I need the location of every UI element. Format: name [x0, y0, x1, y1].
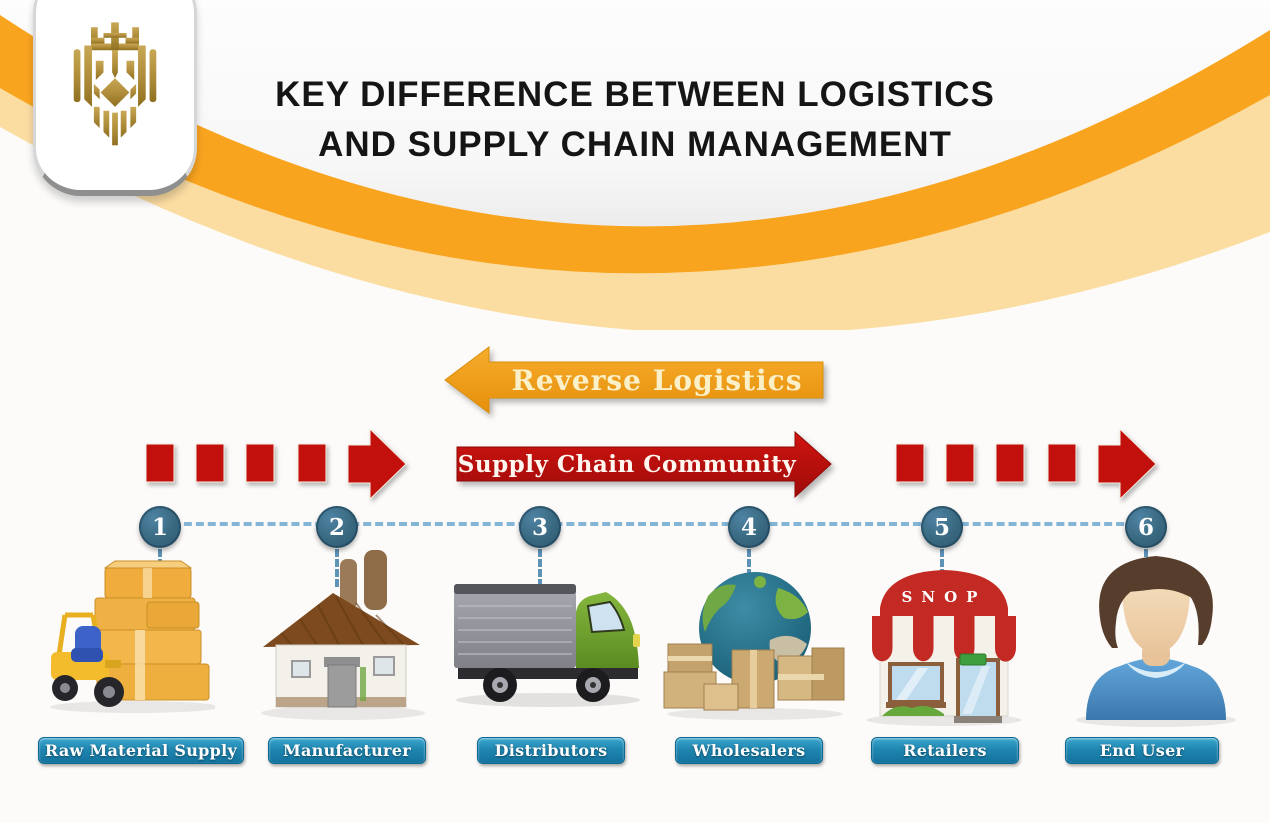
- stage-node-4: 4: [728, 506, 770, 548]
- stage-number: 4: [740, 513, 757, 541]
- stage-number: 2: [328, 513, 345, 541]
- node-connector-2: [335, 549, 339, 587]
- supply-chain-label: Supply Chain Community: [458, 451, 797, 478]
- stage-label-retailers: Retailers: [871, 737, 1019, 764]
- stage-node-3: 3: [519, 506, 561, 548]
- stage-label-end-user: End User: [1065, 737, 1219, 764]
- stage-number: 1: [151, 513, 168, 541]
- stage-node-6: 6: [1125, 506, 1167, 548]
- forklift-boxes-illustration: [50, 560, 215, 713]
- title-line-1: KEY DIFFERENCE BETWEEN LOGISTICS: [275, 75, 995, 114]
- stage-number: 3: [531, 513, 548, 541]
- stage-label-manufacturer: Manufacturer: [268, 737, 426, 764]
- node-connector-4: [747, 549, 751, 587]
- reverse-logistics-label: Reverse Logistics: [512, 364, 803, 397]
- gold-lion-crest-icon: [73, 22, 157, 146]
- header-swoosh: [0, 0, 1270, 330]
- stage-node-5: 5: [921, 506, 963, 548]
- stage-node-2: 2: [316, 506, 358, 548]
- person-illustration: [1076, 556, 1236, 727]
- stage-label-raw-material-supply: Raw Material Supply: [38, 737, 244, 764]
- supply-chain-arrow: Supply Chain Community: [456, 430, 832, 499]
- node-connector-3: [538, 549, 542, 587]
- page-title: KEY DIFFERENCE BETWEEN LOGISTICS AND SUP…: [0, 70, 1270, 170]
- stage-node-1: 1: [139, 506, 181, 548]
- globe-boxes-illustration: [663, 572, 845, 720]
- reverse-logistics-arrow: Reverse Logistics: [444, 346, 824, 414]
- shop-illustration: SNOP: [866, 570, 1022, 726]
- factory-illustration: [261, 550, 425, 720]
- truck-illustration: [454, 584, 640, 707]
- title-line-2: AND SUPPLY CHAIN MANAGEMENT: [318, 125, 952, 164]
- stage-number: 6: [1137, 513, 1154, 541]
- node-connector-5: [940, 549, 944, 587]
- stage-label-wholesalers: Wholesalers: [675, 737, 823, 764]
- shop-sign-text: SNOP: [902, 588, 987, 606]
- logo-card: [33, 0, 197, 196]
- dashed-arrow-left: [146, 427, 407, 501]
- stage-label-distributors: Distributors: [477, 737, 625, 764]
- dashed-arrow-right: [896, 427, 1157, 501]
- stage-number: 5: [933, 513, 950, 541]
- timeline-dashed-line: [160, 522, 1148, 526]
